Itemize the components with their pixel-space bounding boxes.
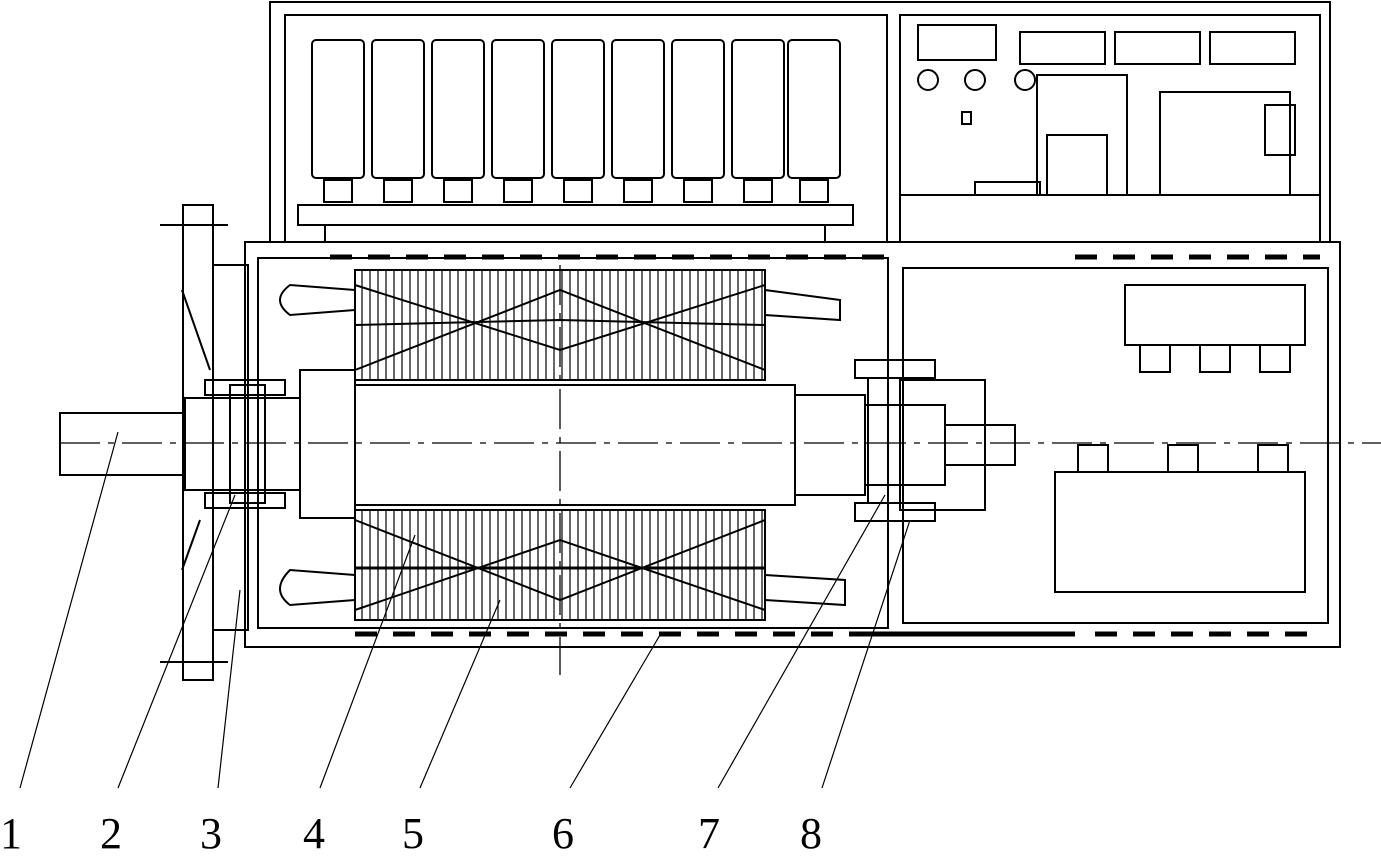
part-label-1: 1 <box>0 809 22 858</box>
rear-electronics <box>1054 284 1306 593</box>
capacitor-terminal <box>443 179 473 203</box>
capacitor <box>551 39 605 179</box>
leader-lines <box>19 431 911 789</box>
capacitor <box>311 39 365 179</box>
capacitor <box>431 39 485 179</box>
controller-housing <box>269 1 1331 243</box>
capacitor-terminal <box>683 179 713 203</box>
capacitor-terminal <box>799 179 829 203</box>
motor-housing <box>244 241 1341 648</box>
front-bearing <box>204 379 286 509</box>
capacitor <box>731 39 785 179</box>
capacitor-terminal <box>563 179 593 203</box>
capacitor <box>611 39 665 179</box>
shaft <box>59 369 1016 519</box>
control-board <box>917 24 1296 196</box>
end-windings <box>279 283 846 607</box>
capacitor-bank <box>311 39 841 203</box>
capacitor-terminal <box>623 179 653 203</box>
capacitor <box>787 39 841 179</box>
part-label-6: 6 <box>552 809 574 858</box>
capacitor-terminal <box>743 179 773 203</box>
capacitor <box>371 39 425 179</box>
capacitor-terminal <box>383 179 413 203</box>
capacitor <box>671 39 725 179</box>
part-label-3: 3 <box>200 809 222 858</box>
capacitor-terminal <box>323 179 353 203</box>
part-label-2: 2 <box>100 809 122 858</box>
part-label-7: 7 <box>698 809 720 858</box>
stator-core <box>354 269 766 621</box>
capacitor-terminal <box>503 179 533 203</box>
capacitor <box>491 39 545 179</box>
part-label-5: 5 <box>402 809 424 858</box>
part-label-8: 8 <box>800 809 822 858</box>
rear-bearing <box>854 359 986 522</box>
part-label-4: 4 <box>303 809 325 858</box>
